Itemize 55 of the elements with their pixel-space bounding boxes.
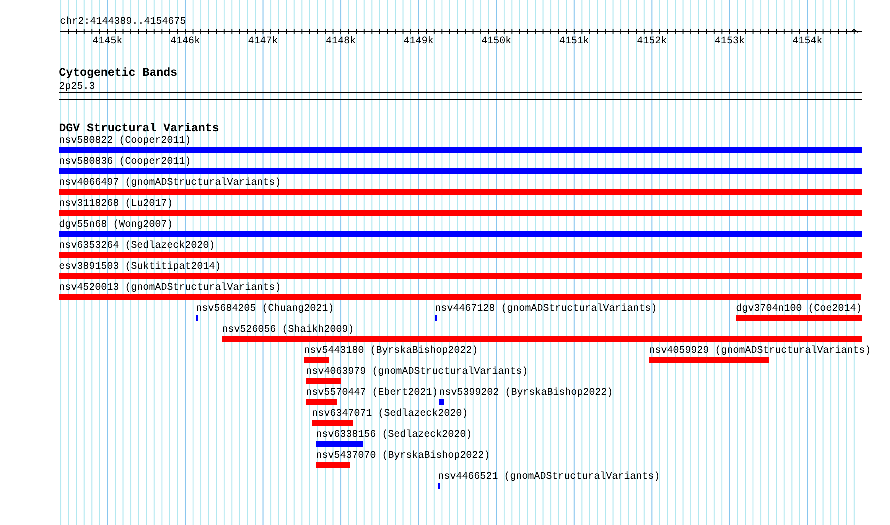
node-label: nsv4466521 (gnomADStructuralVariants) — [439, 472, 659, 482]
node-label: nsv4467128 (gnomADStructuralVariants) — [436, 304, 656, 314]
variant-bar: nsv6353264 (Sedlazeck2020) — [59, 240, 862, 258]
node-label: nsv5437070 (ByrskaBishop2022) — [317, 450, 489, 460]
track-heading: DGV Structural Variants — [60, 123, 219, 132]
tick-label: 4147k — [248, 36, 278, 44]
node-label: nsv6353264 (Sedlazeck2020) — [60, 240, 214, 250]
node-label: nsv3118268 (Lu2017) — [60, 198, 172, 208]
variant-bar: nsv4467128 (gnomADStructuralVariants) — [435, 304, 656, 321]
variant-bar: nsv5399202 (ByrskaBishop2022) — [439, 388, 612, 405]
tick-label: 4152k — [638, 36, 667, 44]
node-label: nsv580822 (Cooper2011) — [60, 136, 190, 146]
node-label: esv3891503 (Suktitipat2014) — [60, 262, 220, 272]
node-label: nsv5684205 (Chuang2021) — [197, 304, 333, 314]
tick-label: 4150k — [482, 36, 512, 44]
variant-bar: dgv3704n100 (Coe2014) — [736, 304, 862, 321]
tick-label: 4154k — [793, 36, 822, 44]
cytoband: 2p25.3 — [58, 82, 862, 100]
variant-bar: esv3891503 (Suktitipat2014) — [59, 262, 862, 279]
variant-bar: nsv3118268 (Lu2017) — [59, 198, 862, 216]
node-label: nsv6338156 (Sedlazeck2020) — [317, 430, 471, 440]
variant-bar: nsv5684205 (Chuang2021) — [196, 304, 333, 321]
variant-bar: nsv6338156 (Sedlazeck2020) — [316, 430, 471, 447]
tick-label: 4148k — [326, 36, 356, 44]
variant-bar: nsv4063979 (gnomADStructuralVariants) — [306, 366, 527, 384]
tick-label: 4153k — [715, 36, 744, 44]
variant-bar: dgv55n68 (Wong2007) — [59, 220, 862, 237]
node-label: nsv6347071 (Sedlazeck2020) — [313, 408, 467, 418]
node-label: dgv3704n100 (Coe2014) — [736, 304, 861, 314]
variant-bar: nsv4466521 (gnomADStructuralVariants) — [438, 472, 659, 489]
variant-bar: nsv526056 (Shaikh2009) — [222, 324, 862, 342]
node-label: nsv4066497 (gnomADStructuralVariants) — [60, 178, 280, 188]
node-label: nsv5570447 (Ebert2021) — [307, 388, 437, 398]
tick-label: 4151k — [560, 36, 589, 44]
variant-bar: nsv4520013 (gnomADStructuralVariants) — [59, 282, 861, 300]
node-label: dgv55n68 (Wong2007) — [60, 220, 172, 230]
node-label: nsv5399202 (ByrskaBishop2022) — [440, 388, 612, 398]
variant-bar: nsv6347071 (Sedlazeck2020) — [312, 408, 467, 426]
variant-bar: nsv4066497 (gnomADStructuralVariants) — [59, 178, 862, 195]
variant-bar: nsv5443180 (ByrskaBishop2022) — [304, 346, 477, 363]
tick-label: 4145k — [93, 36, 122, 44]
tick-label: 4146k — [170, 36, 200, 44]
node-label: nsv4059929 (gnomADStructuralVariants) — [650, 346, 870, 356]
node-label: nsv5443180 (ByrskaBishop2022) — [305, 346, 477, 356]
node-label: nsv4520013 (gnomADStructuralVariants) — [60, 282, 280, 292]
location-label: chr2:4144389..4154675 — [60, 16, 186, 24]
variant-bar: nsv580822 (Cooper2011) — [59, 136, 862, 153]
variant-bar: nsv580836 (Cooper2011) — [59, 156, 862, 174]
variant-bar: nsv5570447 (Ebert2021) — [306, 388, 437, 405]
variant-bar: nsv5437070 (ByrskaBishop2022) — [316, 450, 489, 468]
node-label: nsv580836 (Cooper2011) — [60, 156, 190, 166]
node-label: nsv526056 (Shaikh2009) — [223, 324, 353, 334]
tick-label: 4149k — [404, 36, 434, 44]
variant-bar: nsv4059929 (gnomADStructuralVariants) — [649, 346, 870, 363]
node-label: nsv4063979 (gnomADStructuralVariants) — [307, 366, 527, 376]
